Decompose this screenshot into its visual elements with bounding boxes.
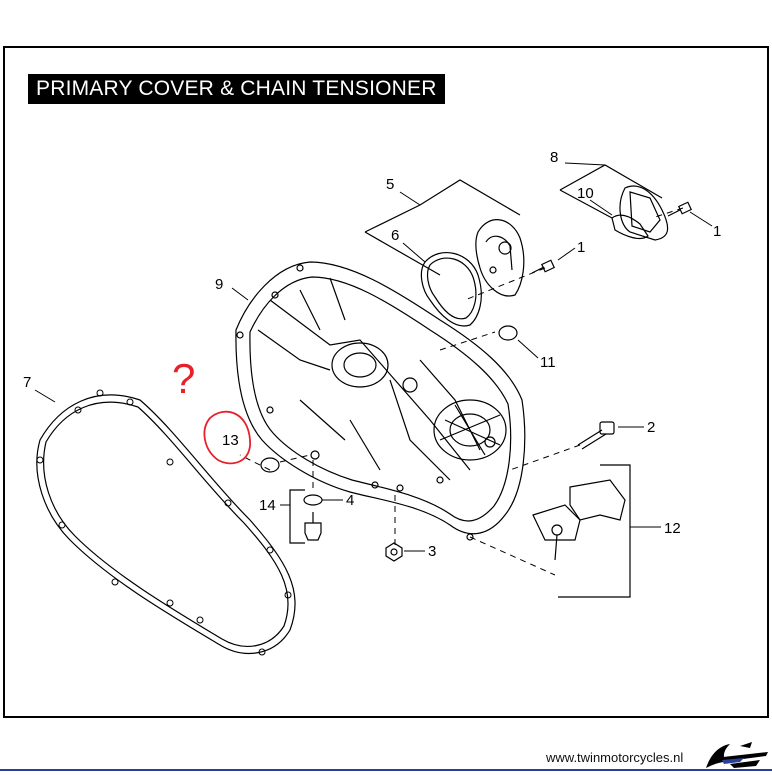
label-7: 7 bbox=[23, 374, 31, 391]
label-10: 10 bbox=[577, 185, 594, 202]
label-5: 5 bbox=[386, 176, 394, 193]
cover-5 bbox=[475, 219, 525, 297]
label-2: 2 bbox=[647, 419, 655, 436]
primary-cover-9 bbox=[235, 261, 526, 535]
footer-url[interactable]: www.twinmotorcycles.nl bbox=[546, 750, 684, 765]
gasket-10 bbox=[611, 214, 649, 240]
twin-motorcycles-logo-icon bbox=[706, 742, 768, 768]
plug-11 bbox=[498, 325, 518, 341]
bolt-2 bbox=[577, 421, 615, 450]
nut-3 bbox=[385, 542, 403, 562]
label-1a: 1 bbox=[713, 223, 721, 240]
screw-1a bbox=[667, 201, 693, 217]
question-mark: ? bbox=[172, 355, 195, 402]
label-11: 11 bbox=[540, 354, 556, 371]
label-9: 9 bbox=[215, 276, 223, 293]
gasket-6 bbox=[420, 252, 482, 327]
diagram-frame bbox=[3, 46, 769, 718]
spacer-13 bbox=[260, 457, 280, 473]
drain-plug-14 bbox=[304, 522, 322, 541]
label-8: 8 bbox=[550, 149, 558, 166]
label-13: 13 bbox=[222, 432, 239, 449]
label-12: 12 bbox=[664, 520, 681, 537]
screw-1b bbox=[531, 259, 556, 274]
label-3: 3 bbox=[428, 543, 436, 560]
label-1b: 1 bbox=[577, 239, 585, 256]
gasket-7 bbox=[36, 394, 296, 654]
tensioner-12 bbox=[569, 479, 626, 521]
label-4: 4 bbox=[346, 492, 354, 509]
label-14: 14 bbox=[259, 497, 276, 514]
o-ring-4 bbox=[303, 494, 323, 506]
cover-8 bbox=[619, 185, 669, 241]
highlight-circle bbox=[203, 410, 251, 465]
diagram-title: PRIMARY COVER & CHAIN TENSIONER bbox=[28, 74, 445, 104]
label-6: 6 bbox=[391, 227, 399, 244]
footer-rule bbox=[0, 769, 772, 771]
